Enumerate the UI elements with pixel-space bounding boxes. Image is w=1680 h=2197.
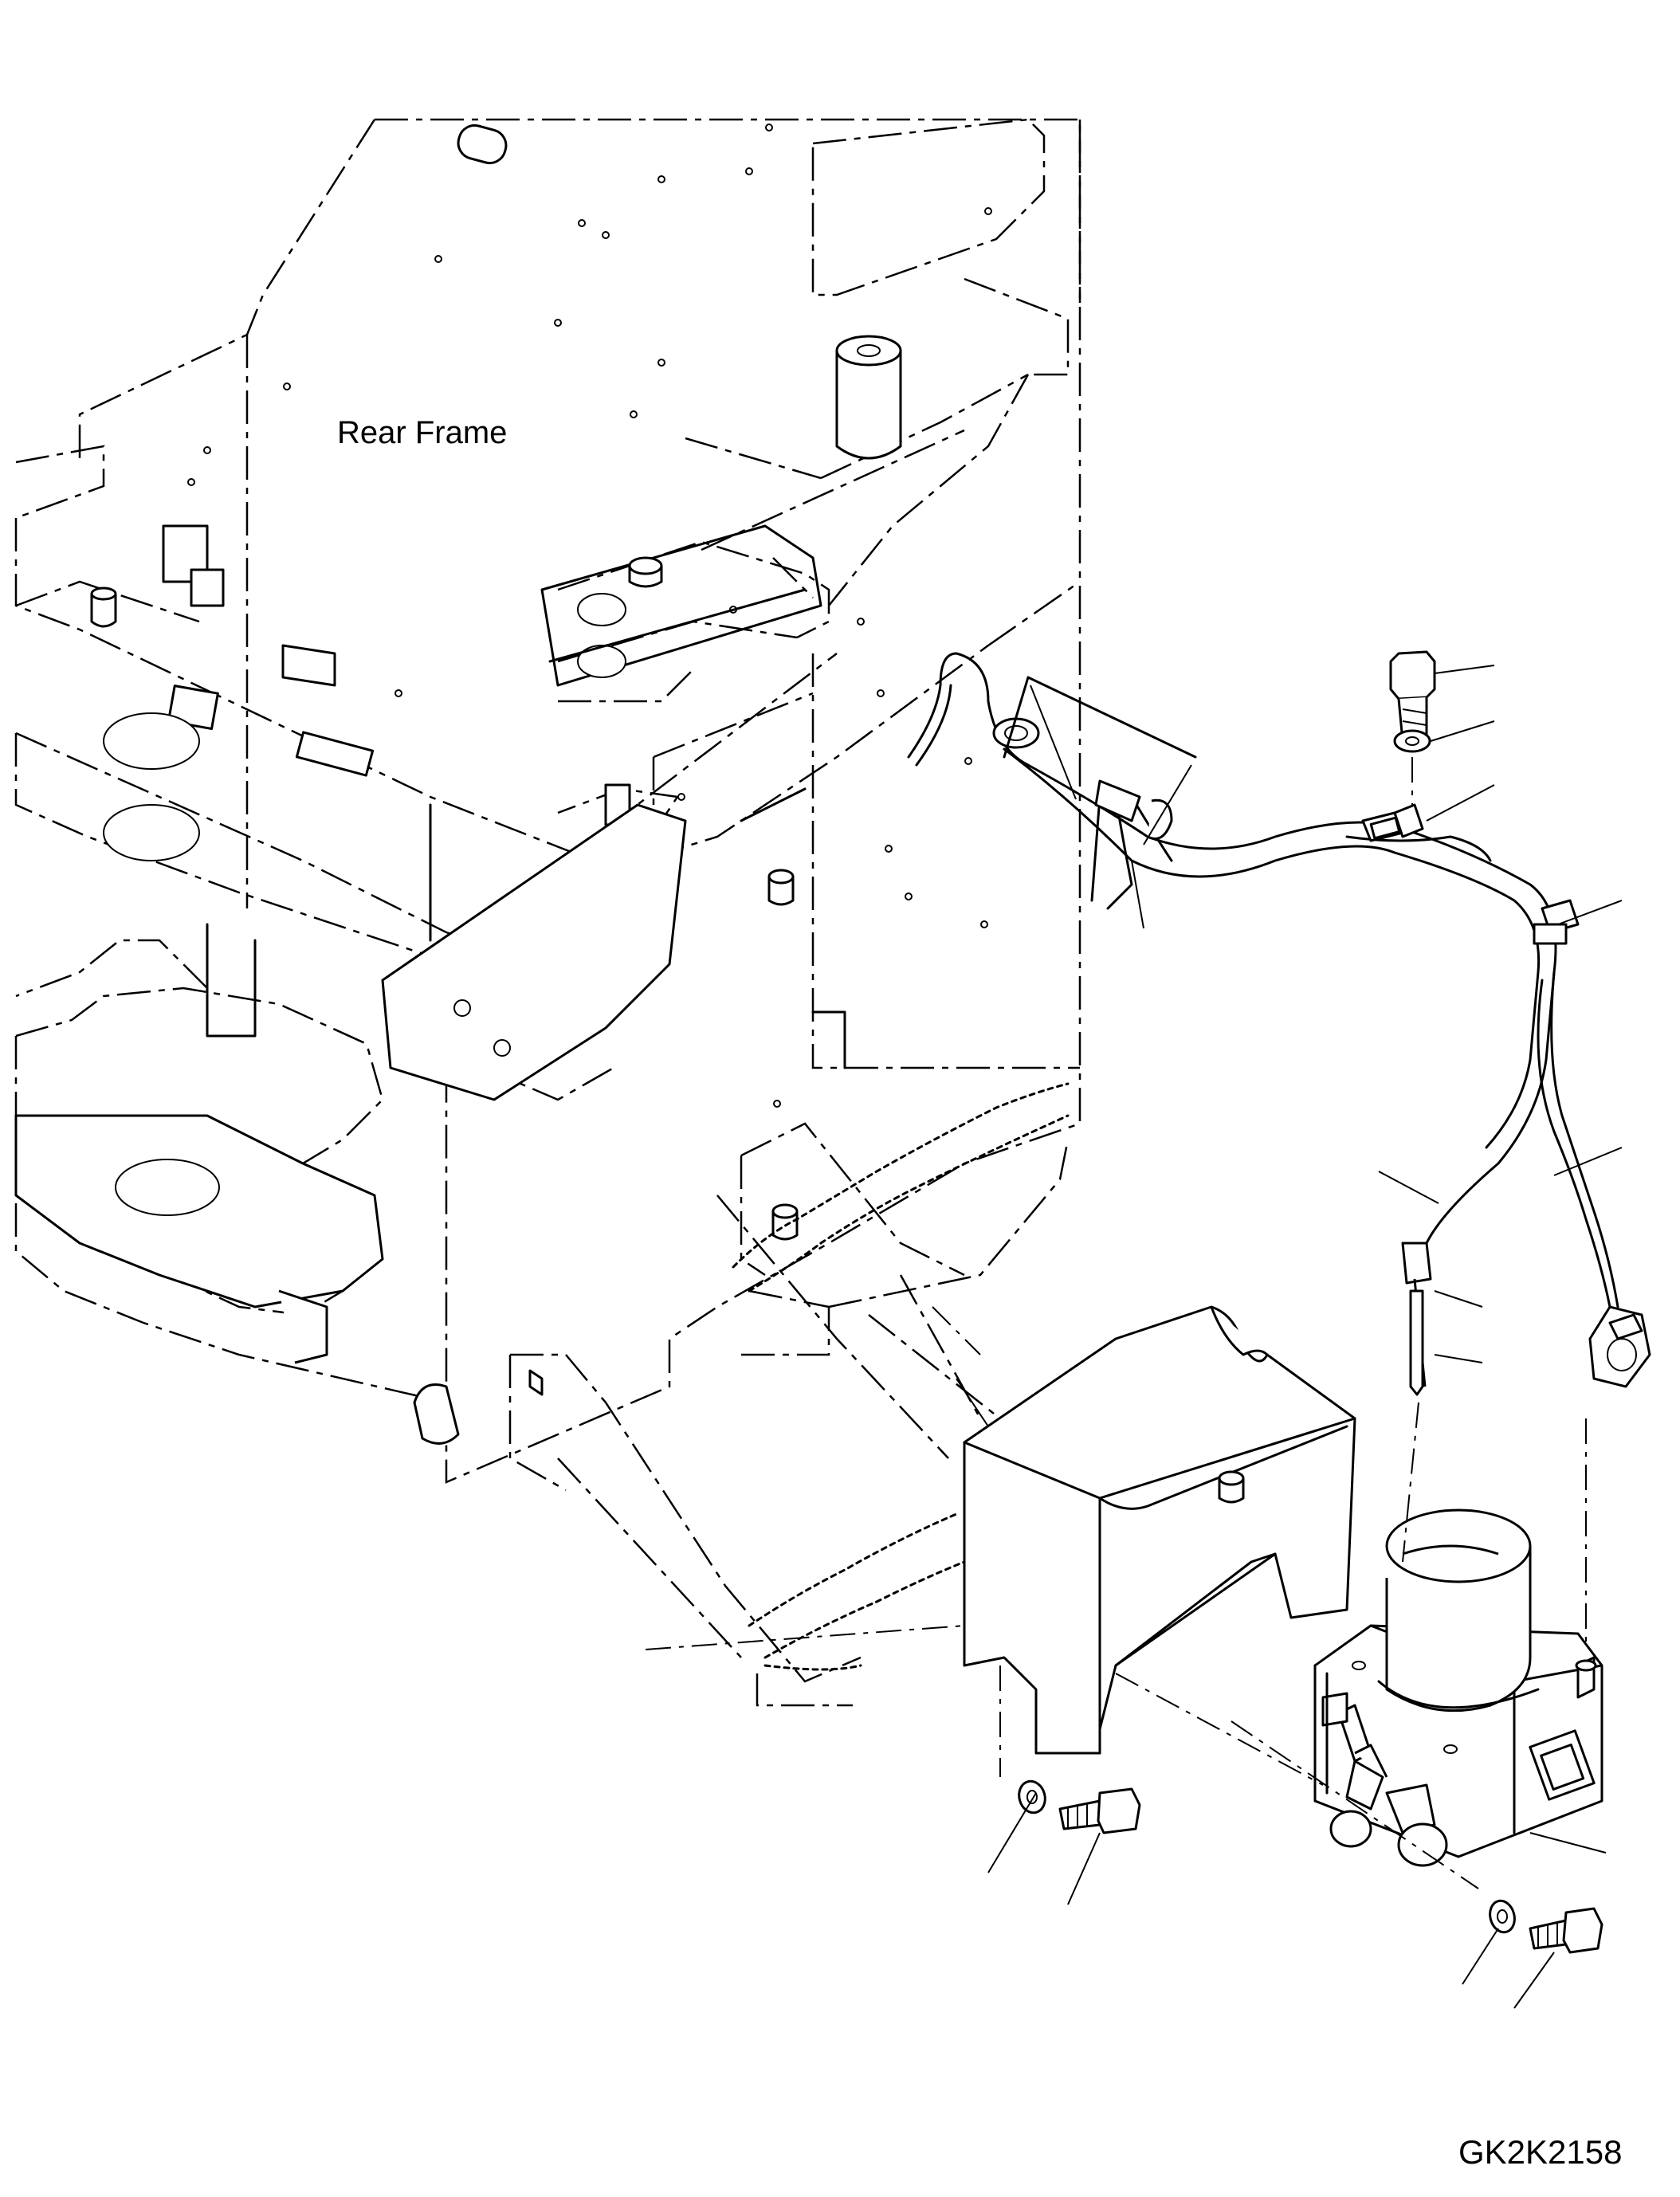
frame-holes (187, 124, 992, 1108)
wiring-harness (907, 652, 1651, 1396)
lube-pump-unit (1313, 1508, 1603, 1867)
hex-bolt-lower-left (1058, 1787, 1141, 1834)
cover-plate (963, 1305, 1356, 1755)
hex-bolt-lower-right (1529, 1907, 1603, 1954)
drawing-number: GK2K2158 (1458, 2133, 1623, 2171)
washer-top (1393, 729, 1431, 753)
washer-lower-right (1489, 1899, 1516, 1934)
frame-details (14, 124, 1070, 1671)
leader-lines (956, 665, 1623, 2009)
assembly-centerlines (645, 757, 1587, 1889)
frame-label: Rear Frame (337, 415, 507, 450)
washer-lower-left (1018, 1779, 1046, 1814)
clip-top (1393, 803, 1424, 838)
